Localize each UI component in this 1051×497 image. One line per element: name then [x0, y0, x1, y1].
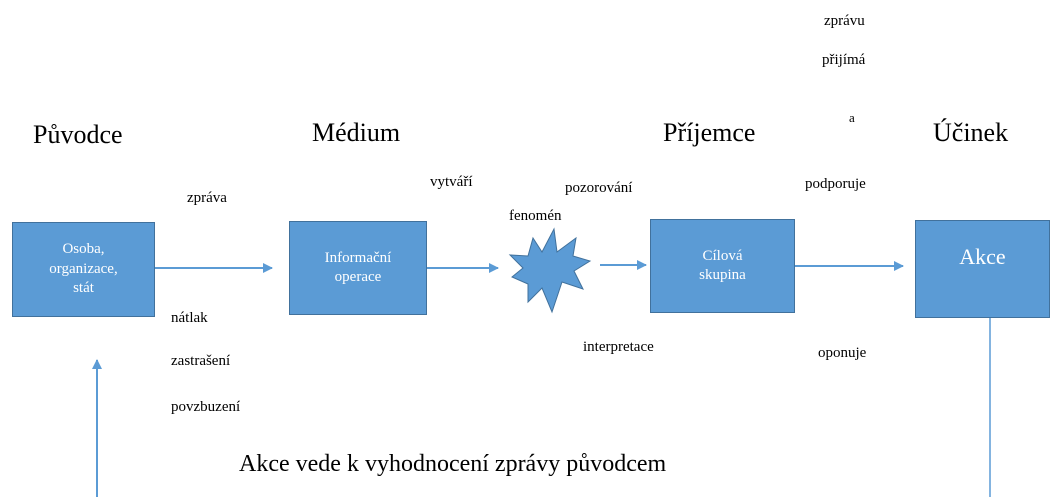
- label-zpravu: zprávu: [824, 13, 865, 29]
- label-zprava: zpráva: [187, 190, 227, 206]
- action-box-label: Akce: [959, 244, 1006, 269]
- phenomenon-burst-icon: [508, 227, 592, 314]
- label-interpretace: interpretace: [583, 339, 654, 355]
- label-povzbuzeni: povzbuzení: [171, 399, 241, 415]
- info-operations-box-label: Informační operace: [324, 249, 392, 286]
- label-natlak: nátlak: [171, 310, 208, 326]
- source-box: Osoba, organizace, stát: [12, 222, 155, 317]
- label-podporuje: podporuje: [805, 176, 866, 192]
- source-box-label: Osoba, organizace, stát: [49, 241, 118, 297]
- label-oponuje: oponuje: [818, 345, 867, 361]
- heading-puvodce: Původce: [33, 120, 123, 149]
- target-group-box-label: Cílová skupina: [699, 247, 746, 284]
- heading-ucinek: Účinek: [933, 118, 1009, 147]
- heading-medium: Médium: [312, 118, 401, 147]
- info-operations-box: Informační operace: [289, 221, 427, 315]
- label-zastraseni: zastrašení: [171, 353, 231, 369]
- label-pozorovani: pozorování: [565, 180, 633, 196]
- target-group-box: Cílová skupina: [650, 219, 795, 313]
- action-box: Akce: [915, 220, 1050, 318]
- label-vytvari: vytváří: [430, 174, 473, 190]
- feedback-caption: Akce vede k vyhodnocení zprávy původcem: [239, 451, 667, 477]
- heading-prijemce: Příjemce: [663, 118, 756, 147]
- label-a: a: [849, 110, 855, 125]
- label-prijima: přijímá: [822, 52, 866, 68]
- label-fenomen: fenomén: [509, 208, 562, 224]
